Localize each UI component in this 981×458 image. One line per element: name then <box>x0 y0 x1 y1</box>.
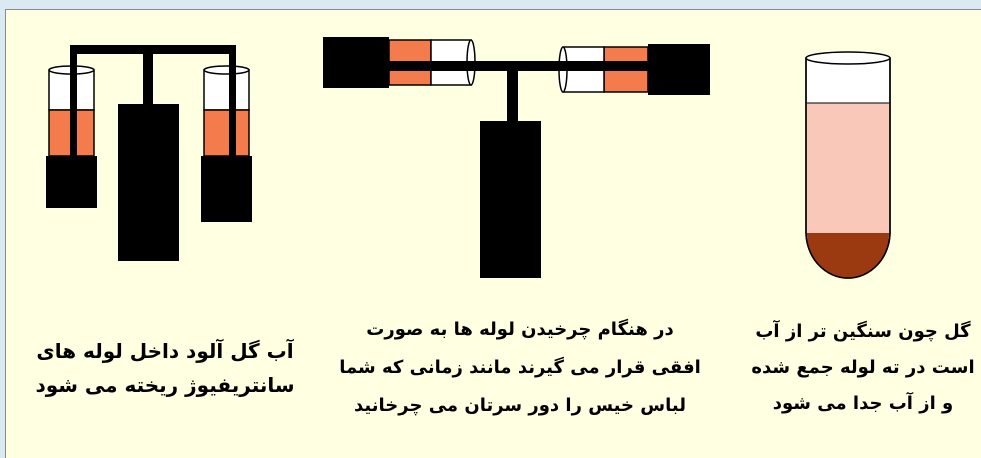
tube-hanger-left <box>70 45 77 160</box>
tube-mouth <box>805 51 891 65</box>
separated-tube <box>805 51 891 279</box>
water-layer <box>807 103 889 233</box>
spinning-shaft <box>507 61 518 126</box>
sediment-layer <box>807 233 889 278</box>
centrifuge-spinning <box>323 37 710 278</box>
rotor-shaft <box>143 45 153 105</box>
caption-line: در هنگام چرخیدن لوله ها به صورت <box>366 319 674 340</box>
spinning-arm <box>389 61 648 71</box>
caption-line: لباس خیس را دور سرتان می چرخانید <box>354 395 686 416</box>
motor-body <box>118 104 179 261</box>
spinning-motor <box>480 121 541 278</box>
caption-line: افقی قرار می گیرند مانند زمانی که شما <box>339 357 701 378</box>
caption-line: است در ته لوله جمع شده <box>751 357 975 378</box>
caption-line: آب گل آلود داخل لوله های <box>36 339 294 363</box>
centrifuge-at-rest <box>46 45 252 261</box>
caption-middle: در هنگام چرخیدن لوله ها به صورت افقی قرا… <box>330 311 710 425</box>
caption-line: و از آب جدا می شود <box>772 393 954 414</box>
caption-line: گل چون سنگین تر از آب <box>755 321 971 342</box>
tube-hanger-right <box>229 45 236 160</box>
caption-right: گل چون سنگین تر از آب است در ته لوله جمع… <box>745 314 981 422</box>
caption-left: آب گل آلود داخل لوله های سانتریفیوژ ریخت… <box>20 334 310 402</box>
caption-line: سانتریفیوژ ریخته می شود <box>35 373 295 397</box>
test-tube-right <box>201 65 252 222</box>
